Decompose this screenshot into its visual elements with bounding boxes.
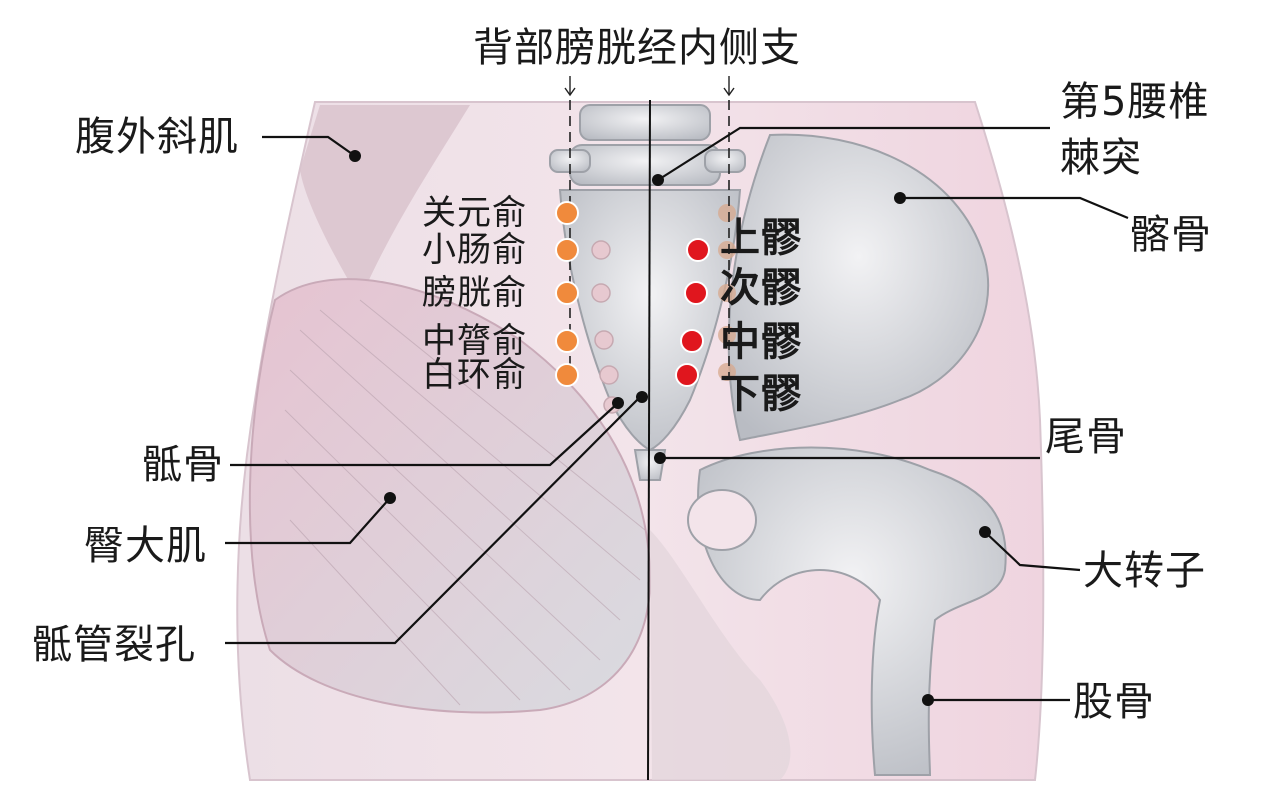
endpoint-l5 (652, 174, 664, 186)
label-trochanter: 大转子 (1083, 548, 1206, 594)
lumbar-vertebrae (549, 104, 746, 186)
leader-endpoints (349, 150, 991, 706)
endpoint-sacrum (612, 397, 624, 409)
leader-hiatus (225, 396, 641, 645)
label-gluteus: 臀大肌 (84, 523, 207, 569)
right-foramina-faint (718, 204, 736, 381)
endpoint-coccyx (654, 452, 666, 464)
label-external-oblique: 腹外斜肌 (75, 114, 239, 160)
external-oblique-muscle (300, 105, 470, 300)
point-baihuanshu (555, 363, 579, 387)
endpoint-trochanter (979, 526, 991, 538)
label-shangliao: 上髎 (720, 215, 802, 261)
point-pangguangshu (555, 281, 579, 305)
red-points (675, 238, 710, 387)
point-shangliao (686, 238, 710, 262)
leader-lines (225, 126, 1129, 702)
femur-bone (687, 446, 1007, 776)
point-ciliao (684, 281, 708, 305)
label-coccyx: 尾骨 (1045, 414, 1127, 460)
label-guanyuanshu: 关元俞 (422, 193, 527, 233)
label-ciliao: 次髎 (720, 265, 802, 311)
leader-sacrum (230, 402, 619, 467)
label-zhonglvshu: 中膂俞 (422, 321, 527, 361)
endpoint-ilium (894, 192, 906, 204)
label-sacrum: 骶骨 (142, 442, 224, 488)
point-zhonglvshu (555, 329, 579, 353)
leader-trochanter (984, 531, 1081, 572)
label-sacral-hiatus: 骶管裂孔 (32, 622, 196, 668)
meridian-arrows (564, 76, 735, 97)
label-femur: 股骨 (1073, 679, 1155, 725)
midline (647, 99, 651, 781)
leader-gluteus (225, 497, 391, 545)
leader-waiwai (262, 135, 356, 157)
label-xialiao: 下髎 (720, 371, 802, 417)
label-xiaochangshu: 小肠俞 (422, 230, 527, 270)
endpoint-gluteus (384, 492, 396, 504)
leader-ilium (900, 196, 1129, 220)
point-xiaochangshu (555, 238, 579, 262)
label-l5-line2: 棘突 (1060, 135, 1142, 181)
endpoint-waiwai (349, 150, 361, 162)
leader-l5 (657, 126, 1050, 181)
label-pangguangshu: 膀胱俞 (422, 273, 527, 313)
gluteus-maximus-muscle (248, 278, 652, 714)
label-l5-line1: 第5腰椎 (1060, 79, 1210, 125)
label-zhongliao: 中髎 (720, 319, 802, 365)
point-xialiao (675, 363, 699, 387)
point-guanyuanshu (555, 201, 579, 225)
sacral-foramina (591, 240, 621, 414)
right-buttock (650, 530, 791, 780)
label-baihuanshu: 白环俞 (422, 355, 527, 395)
label-top-branch: 背部膀胱经内侧支 (473, 25, 801, 71)
label-ilium: 髂骨 (1130, 212, 1212, 258)
orange-points (555, 201, 579, 387)
endpoint-femur (922, 694, 934, 706)
endpoint-hiatus (636, 391, 648, 403)
point-zhongliao (680, 329, 704, 353)
